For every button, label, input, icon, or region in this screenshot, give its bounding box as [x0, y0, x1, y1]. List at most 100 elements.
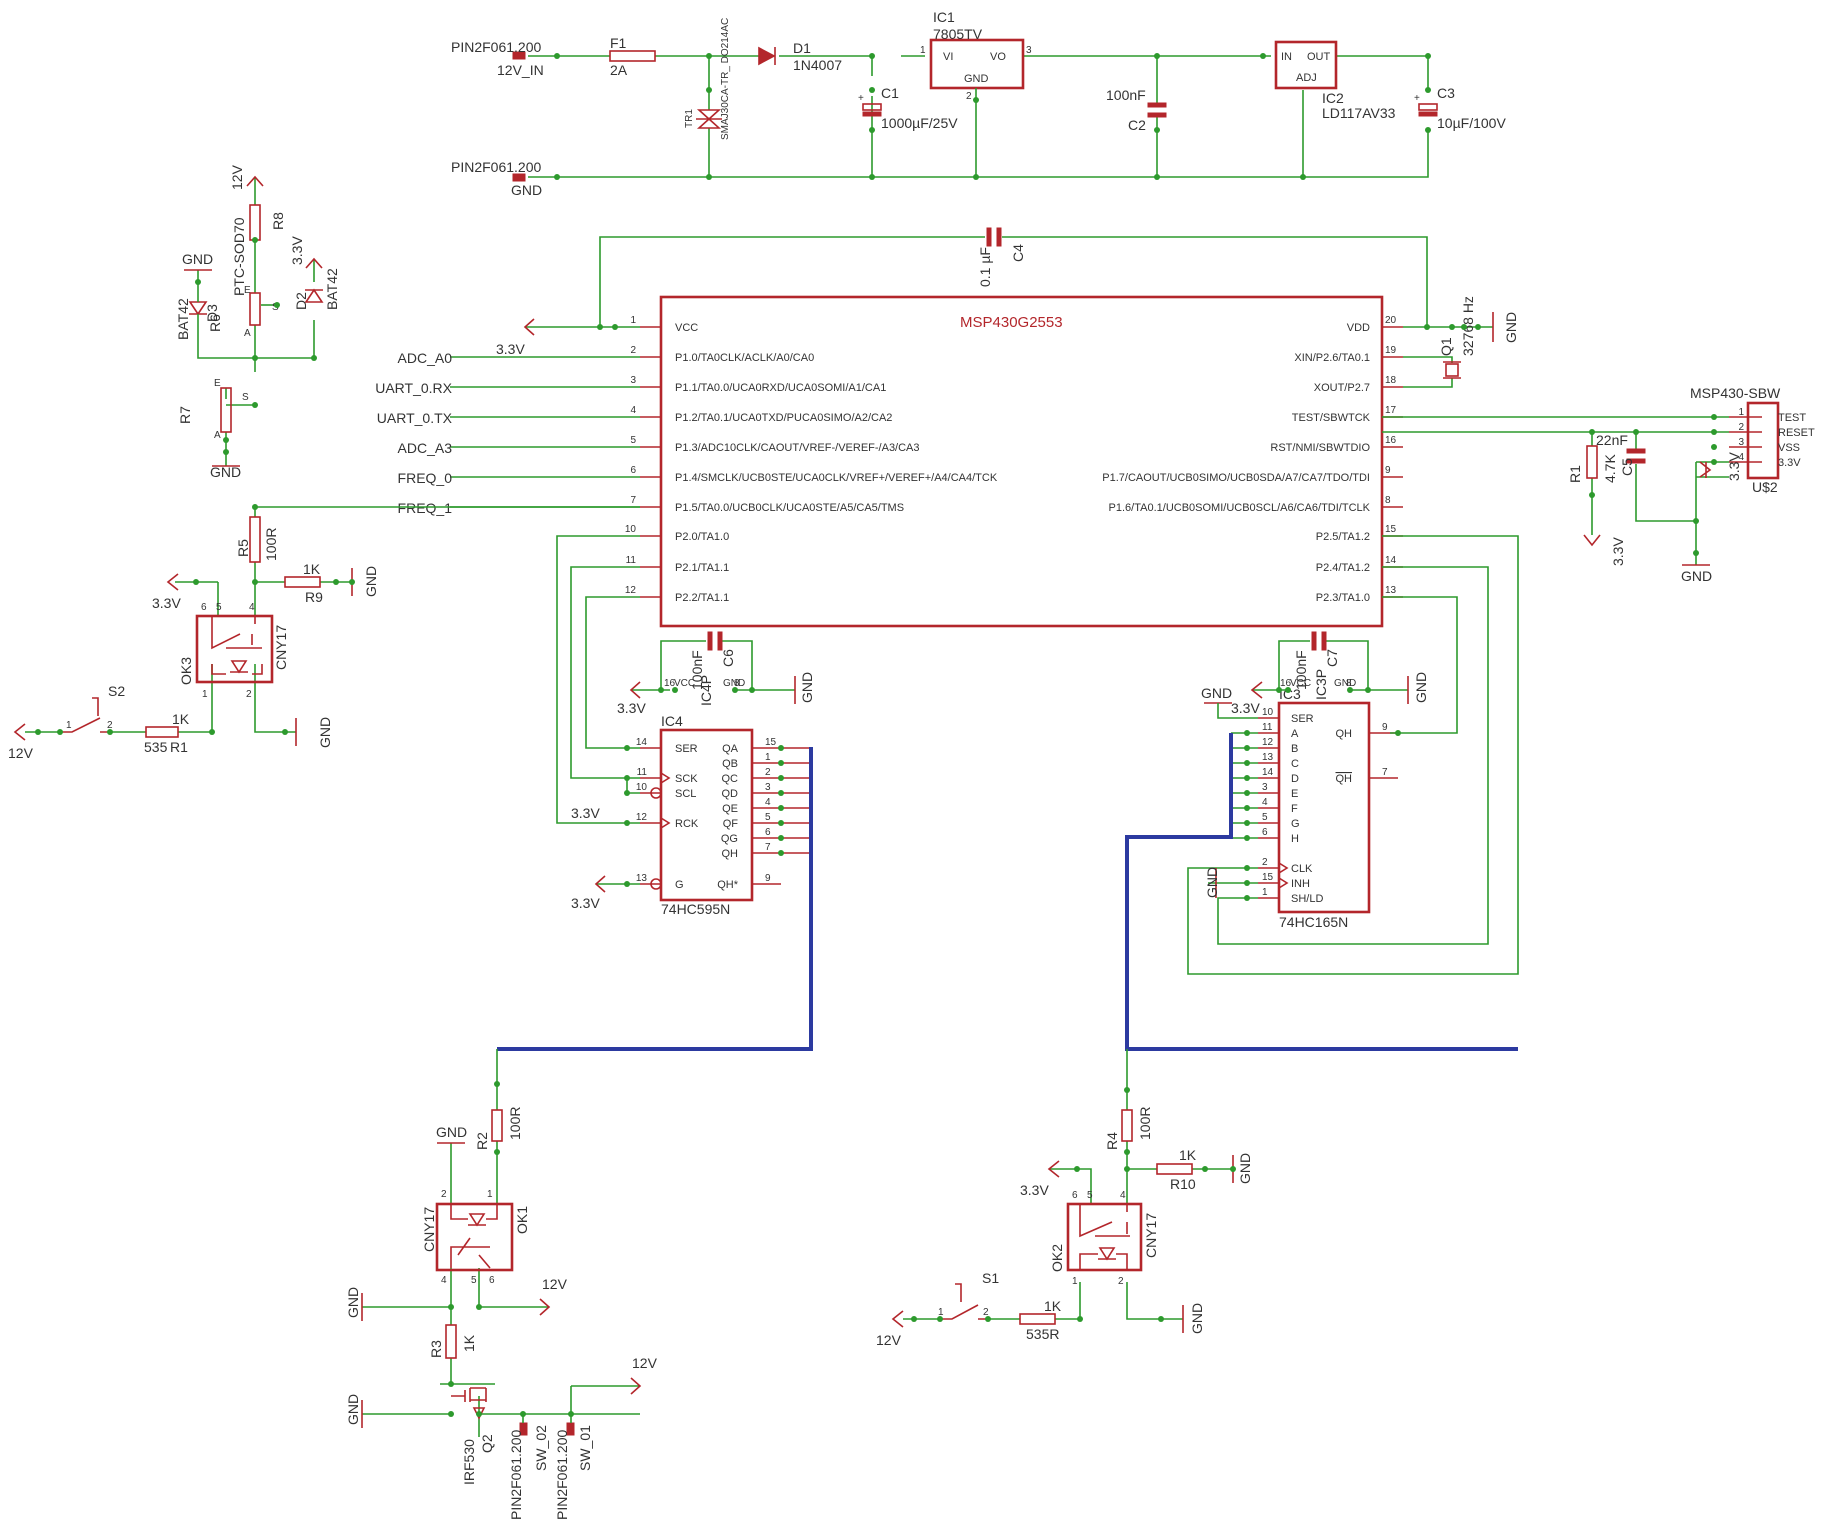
ok3-pin2: 2	[246, 689, 252, 700]
ic3-pin-label: C	[1291, 758, 1299, 770]
ic4-pin-number: 2	[765, 767, 771, 778]
mcu-vcc-net: 3.3V	[496, 341, 525, 357]
mcu-pin-label: VCC	[675, 322, 698, 334]
c7-ref: IC3P	[1313, 669, 1329, 700]
sbw-gnd: GND	[1681, 568, 1712, 584]
capacitor-c6	[707, 631, 723, 651]
mcu-pin-label: P1.5/TA0.0/UCB0CLK/UCA0STE/A5/CA5/TMS	[675, 502, 904, 514]
resistor-r2	[491, 1109, 503, 1142]
ic4-33v: 3.3V	[617, 700, 646, 716]
sw01-part: PIN2F061.200	[554, 1430, 570, 1520]
ic2-out-label: OUT	[1307, 51, 1331, 63]
ic4-pin-number: 5	[765, 812, 771, 823]
sbw-33v-a: 3.3V	[1610, 537, 1626, 566]
mcu-pin-number: 14	[1385, 555, 1397, 566]
ic4-vcc-pin: 16	[664, 678, 676, 689]
ic2-name: IC2	[1322, 90, 1344, 106]
r2-value: 100R	[507, 1107, 523, 1140]
mcu-pin-label: P1.1/TA0.0/UCA0RXD/UCA0SOMI/A1/CA1	[675, 382, 886, 394]
ok1-symbol	[450, 1204, 498, 1269]
sensor-gnd2: GND	[210, 464, 241, 480]
mcu-pin-number: 10	[625, 524, 637, 535]
ok1-gnd2: GND	[345, 1287, 361, 1318]
ic4-body	[659, 728, 754, 902]
r7-pin-a: A	[214, 430, 221, 441]
ic3-section: IC3 74HC165N 10SER11A12B13C14D3E4F5G6H2C…	[1125, 535, 1519, 1051]
ok3-pin4: 4	[249, 602, 255, 613]
ok3-gnd2: GND	[317, 717, 333, 748]
ic1-pin3: 3	[1026, 45, 1032, 56]
sbw-pin-label: TEST	[1778, 412, 1806, 424]
ic3-pin-label: SER	[1291, 713, 1314, 725]
ic4-gnd-pnum: 8	[734, 678, 740, 689]
ic4-pin-number: 4	[765, 797, 771, 808]
j2-net: GND	[511, 182, 542, 198]
resistor-r9	[284, 576, 321, 588]
ok1-12v: 12V	[542, 1276, 568, 1292]
ic3-value: 74HC165N	[1279, 914, 1348, 930]
resistor-r1-sbw	[1586, 445, 1598, 479]
sbw-pin-label: RESET	[1778, 427, 1815, 439]
j2-part: PIN2F061.200	[451, 159, 541, 175]
ic3-pin-label: E	[1291, 788, 1298, 800]
s2-pin1: 1	[66, 720, 72, 731]
ok3-pin6: 6	[201, 602, 207, 613]
ic3-vcc: VCC	[1290, 678, 1311, 689]
ic4-name: IC4	[661, 713, 683, 729]
ic4-pin-label: G	[675, 879, 684, 891]
optocoupler-ok2	[1066, 1202, 1143, 1272]
mcu-net-label: UART_0.TX	[377, 410, 453, 426]
ic3-gnd-pin: GND	[1334, 678, 1356, 689]
ok3-name: OK3	[178, 657, 194, 685]
c2-value: 100nF	[1106, 87, 1146, 103]
q2-name: Q2	[479, 1434, 495, 1453]
ic4-pin-label: QA	[722, 743, 739, 755]
mcu-pin-label: P2.3/TA1.0	[1316, 592, 1370, 604]
mcu-pin-label: P1.0/TA0CLK/ACLK/A0/CA0	[675, 352, 814, 364]
mcu-pin-label: P2.4/TA1.2	[1316, 562, 1370, 574]
ic4-pin-label: QG	[721, 833, 738, 845]
sbw-33v-b: 3.3V	[1726, 452, 1742, 481]
mcu-pin-label: P2.5/TA1.2	[1316, 531, 1370, 543]
ok2-name: OK2	[1049, 1244, 1065, 1272]
ok2-pin5: 5	[1087, 1190, 1093, 1201]
ok1-name: OK1	[514, 1206, 530, 1234]
ic3-pin-number: 5	[1262, 812, 1268, 823]
s1-pin2: 2	[983, 1307, 989, 1318]
ic3-gnd-pnum: 8	[1346, 678, 1352, 689]
q1-value: 32768 Hz	[1460, 296, 1476, 356]
mcu-pin-number: 12	[625, 585, 637, 596]
ic3-pin-label: H	[1291, 833, 1299, 845]
r-s1-value: 1K	[1044, 1298, 1062, 1314]
mcu-net-label: FREQ_1	[398, 500, 453, 516]
mcu-net-label: FREQ_0	[398, 470, 453, 486]
r3-name: R3	[428, 1340, 444, 1358]
ic3-pin-label: INH	[1291, 878, 1310, 890]
resistor-r5	[249, 516, 261, 563]
ic2-value: LD117AV33	[1322, 105, 1396, 121]
resistor-r1-s2	[145, 726, 179, 738]
mcu-pin-number: 13	[1385, 585, 1397, 596]
tr1-value: SMAJ30CA-TR_ DO214AC	[720, 18, 731, 140]
j1-net: 12V_IN	[497, 62, 544, 78]
sensor-section: 12V R8 PTC-SOD70 E A S R6 3.3V D2 BAT42 …	[175, 164, 340, 480]
sbw-pin-label: 3.3V	[1778, 457, 1801, 469]
ok2-pin6: 6	[1072, 1190, 1078, 1201]
ic3-gnd: GND	[1413, 672, 1429, 703]
ok2-pin2: 2	[1118, 1276, 1124, 1287]
c3-value: 10µF/100V	[1437, 115, 1506, 131]
ic4-gnd: GND	[799, 672, 815, 703]
r4-name: R4	[1104, 1132, 1120, 1150]
c6-value: 100nF	[689, 650, 705, 690]
ic3-pin-number: 2	[1262, 857, 1268, 868]
ic4-pin-number: 1	[765, 752, 771, 763]
resistor-r6	[249, 292, 261, 326]
ic2-in-label: IN	[1281, 51, 1292, 63]
ic3-pin-label: CLK	[1291, 863, 1313, 875]
ic4-pin-number: 3	[765, 782, 771, 793]
d2-name: D2	[293, 292, 309, 310]
ic4-pin-number: 9	[765, 873, 771, 884]
ic4-gnd-pin: GND	[723, 678, 745, 689]
r6-pin-e: E	[244, 285, 251, 296]
